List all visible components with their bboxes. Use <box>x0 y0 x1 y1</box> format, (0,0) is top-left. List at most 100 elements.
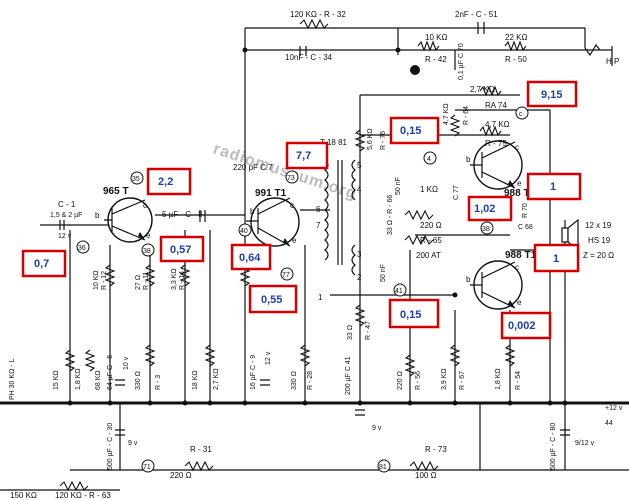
label-r54-id: R - 54 <box>515 371 522 390</box>
label-c30: 500 µF - C - 30 <box>107 423 114 470</box>
transistor-965t <box>104 197 153 243</box>
junction-dots <box>67 47 568 406</box>
transistor-labels: 965 T 991 T1 988 T1 988 T1 <box>103 186 537 261</box>
tp-73: 73 <box>287 175 295 182</box>
label-r66-id: 33 Ω - R - 66 <box>387 195 394 235</box>
label-r3: 330 Ω <box>135 371 142 390</box>
svg-text:0,7: 0,7 <box>34 258 49 270</box>
svg-text:0,57: 0,57 <box>170 244 191 256</box>
pin-b1: b <box>95 211 100 220</box>
tp-4: 4 <box>427 156 431 163</box>
resistors <box>59 18 527 492</box>
label-r76-id: R - 76 <box>380 131 387 150</box>
label-r42-id: R - 42 <box>425 55 447 64</box>
label-t1881: T 18 81 <box>320 138 348 147</box>
label-r16: 1,8 KΩ <box>75 368 82 390</box>
tp-71: 71 <box>143 464 151 471</box>
label-ra74: 2,7 KΩ <box>470 85 495 94</box>
label-c41: 200 µF C 41 <box>345 356 352 395</box>
label-r14-id: R - 14 <box>179 271 186 290</box>
pin-5: 5 <box>357 161 362 170</box>
label-c8: 5 µF - C - 8 <box>162 210 203 219</box>
component-labels: 120 KΩ - R - 32 2nF - C - 51 10nF - C - … <box>9 10 623 500</box>
pin-c2: c <box>290 201 294 210</box>
voltage-box-0-57: 0,57 <box>159 235 205 263</box>
tp-38: 38 <box>143 248 151 255</box>
label-c6: 64 µF C - 6 <box>107 355 114 390</box>
label-r32: 120 KΩ - R - 32 <box>290 10 346 19</box>
label-c80: 500 µF - C - 80 <box>550 423 557 470</box>
label-r65-id: R - 65 <box>420 236 442 245</box>
label-r70: R 70 <box>522 203 529 218</box>
transformer-t1881 <box>324 159 356 276</box>
label-spk2: HS 19 <box>588 236 611 245</box>
voltage-box-0-64: 0,64 <box>230 243 272 271</box>
label-c30-v: 9 v <box>128 440 138 447</box>
svg-text:1: 1 <box>550 181 556 193</box>
svg-text:7,7: 7,7 <box>296 150 311 162</box>
label-r67: 3,9 KΩ <box>441 368 448 390</box>
voltage-box-9-15: 9,15 <box>526 80 578 108</box>
label-r11: 27 Ω <box>135 275 142 290</box>
svg-text:0,002: 0,002 <box>508 320 536 332</box>
label-r12: 10 KΩ <box>93 270 100 290</box>
label-pot: PH 30 KΩ - L <box>9 358 16 400</box>
transistor-label-988t1-lower: 988 T1 <box>505 250 537 261</box>
label-r50: 22 KΩ <box>505 33 527 42</box>
label-r65: 220 Ω <box>420 221 442 230</box>
label-r64-id: R - 64 <box>463 106 470 125</box>
tp-77: 77 <box>282 272 290 279</box>
label-r67-id: R - 67 <box>459 371 466 390</box>
label-c51: 2nF - C - 51 <box>455 10 498 19</box>
transistor-label-991t1: 991 T1 <box>255 188 287 199</box>
voltage-box-1-lower: 1 <box>533 243 580 273</box>
voltage-box-0-15-upper: 0,15 <box>389 116 440 145</box>
label-c1-v: 12 v <box>58 233 72 240</box>
label-r11-id: R - 11 <box>143 271 150 290</box>
pin-c4: c <box>515 263 519 272</box>
voltage-box-0-7: 0,7 <box>21 249 67 278</box>
label-spk: 12 x 19 <box>585 221 612 230</box>
transistor-988t1-lower <box>470 260 523 310</box>
label-r76: 5,6 KΩ <box>367 128 374 150</box>
label-c77: C 77 <box>453 185 460 200</box>
voltage-box-2-2: 2,2 <box>146 167 192 196</box>
pin-c3: c <box>515 143 519 152</box>
label-c6-v: 10 v <box>123 356 130 370</box>
label-r54: 1,8 KΩ <box>495 368 502 390</box>
pin-e1: e <box>146 231 151 240</box>
svg-text:1: 1 <box>553 253 559 265</box>
tp-40: 40 <box>240 228 248 235</box>
pin-b3: b <box>466 155 471 164</box>
label-c1-val: 1,5 & 2 µF <box>50 212 82 219</box>
label-c50: 50 nF <box>395 177 402 195</box>
label-r31-val: 220 Ω <box>170 471 192 480</box>
voltage-annotations: 9,15 0,15 7,7 2,2 1 1,02 0,57 0,7 <box>21 80 582 340</box>
label-c41-v: 9 v <box>372 425 382 432</box>
label-r47: 33 Ω <box>347 325 354 340</box>
label-r42: 10 KΩ <box>425 33 447 42</box>
label-r3-id: R - 3 <box>155 375 162 390</box>
tp-36: 36 <box>78 245 86 252</box>
label-c1: C - 1 <box>58 200 76 209</box>
label-r15: 15 KΩ <box>53 370 60 390</box>
label-r12-id: R - 12 <box>101 271 108 290</box>
pin-e3: e <box>517 179 522 188</box>
svg-text:0,55: 0,55 <box>261 294 282 306</box>
tp-38b: 38 <box>482 226 490 233</box>
label-r14: 3,3 KΩ <box>171 268 178 290</box>
label-r28: 330 Ω <box>291 371 298 390</box>
tp-81: 81 <box>379 464 387 471</box>
svg-text:1,02: 1,02 <box>474 203 495 215</box>
label-r18: 18 KΩ <box>192 370 199 390</box>
test-points: 73 35 36 38 40 41 c 4 77 71 81 38 <box>76 106 529 473</box>
label-hp: H P <box>606 57 619 66</box>
label-r75: 4,7 KΩ <box>485 120 510 129</box>
label-c9: 16 µF C - 9 <box>250 355 257 390</box>
voltage-box-1-02: 1,02 <box>467 195 513 222</box>
voltage-box-7-7: 7,7 <box>285 141 329 170</box>
label-ra74-id: RA 74 <box>485 101 507 110</box>
pin-e2: e <box>292 236 297 245</box>
pin-b4: b <box>466 275 471 284</box>
label-r17: 68 KΩ <box>95 370 102 390</box>
